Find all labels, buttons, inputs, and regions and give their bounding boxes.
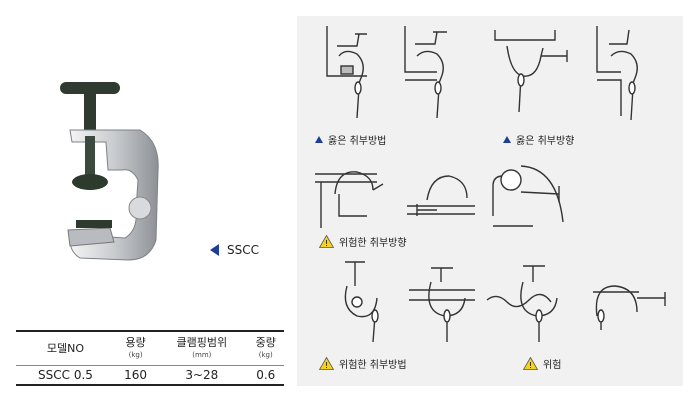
caption-dangerous-method: ! 위험한 취부방법 (319, 356, 407, 371)
triangle-left-icon (210, 244, 219, 256)
product-photo-clamp (60, 82, 159, 261)
diagram-danger-direction-1 (315, 171, 384, 228)
warning-icon: ! (319, 235, 334, 248)
diagram-correct-direction-1 (494, 30, 568, 113)
svg-text:!: ! (529, 361, 532, 370)
svg-text:!: ! (325, 239, 328, 248)
table-row: SSCC 0.5 160 3~28 0.6 (16, 366, 284, 385)
caption-correct-method: 옳은 취부방법 (315, 132, 386, 147)
spec-table: 모델NO 용량(kg) 클램핑범위(mm) 중량(kg) SSCC 0.5 16… (16, 330, 284, 386)
diagram-correct-direction-2 (596, 26, 638, 121)
warning-icon: ! (319, 357, 334, 370)
cell-clamp-range: 3~28 (185, 368, 219, 382)
triangle-up-icon (315, 136, 323, 143)
header-capacity: 용량(kg) (125, 335, 146, 359)
model-name: SSCC (227, 243, 259, 257)
cell-weight: 0.6 (256, 368, 276, 382)
header-model: 모델NO (46, 341, 85, 355)
svg-text:!: ! (325, 361, 328, 370)
diagram-correct-method-1 (326, 26, 367, 119)
header-clamp-range: 클램핑범위(mm) (176, 335, 228, 359)
diagram-danger-direction-3 (492, 165, 564, 227)
caption-correct-direction: 옳은 취부방향 (503, 132, 574, 147)
diagram-danger-method-3 (486, 265, 558, 342)
usage-diagrams (315, 26, 666, 343)
diagram-correct-method-2 (404, 26, 447, 119)
model-label: SSCC (210, 243, 259, 257)
cell-model: SSCC 0.5 (38, 368, 93, 382)
warning-icon: ! (523, 357, 538, 370)
triangle-up-icon (503, 136, 511, 143)
diagram-danger-method-2 (409, 267, 475, 342)
caption-danger: ! 위험 (523, 356, 561, 371)
caption-dangerous-direction: ! 위험한 취부방향 (319, 234, 407, 249)
cell-capacity: 160 (124, 368, 148, 382)
usage-diagram-panel: 옳은 취부방법 옳은 취부방향 ! 위험한 취부방향 ! 위험한 취부방법 ! … (297, 16, 683, 386)
diagram-danger-method-1 (344, 261, 379, 343)
header-weight: 중량(kg) (255, 335, 276, 359)
spec-header-row: 모델NO 용량(kg) 클램핑범위(mm) 중량(kg) (16, 331, 284, 366)
diagram-danger-direction-2 (407, 175, 475, 216)
diagram-danger-method-4 (593, 285, 666, 330)
